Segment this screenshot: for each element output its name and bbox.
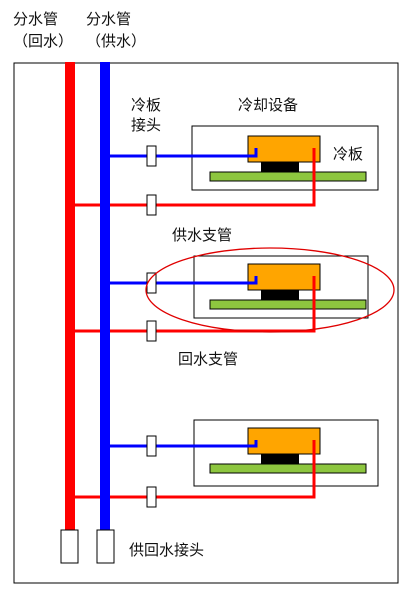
chip <box>261 290 299 300</box>
cold-plate-joint-label-line2: 接头 <box>131 116 161 134</box>
supply-main-pipe <box>100 62 110 530</box>
pcb-board <box>209 299 367 310</box>
return-main-sublabel: （回水） <box>13 32 73 50</box>
outer-frame <box>13 62 399 584</box>
supply-branch-label: 供水支管 <box>172 226 232 244</box>
cold-plate <box>247 135 321 163</box>
cooling-device-label: 冷却设备 <box>238 96 298 114</box>
pcb-board <box>209 171 367 182</box>
cooling-device-2 <box>193 255 369 319</box>
chip <box>261 162 299 172</box>
return-main-pipe <box>65 62 75 530</box>
supply-return-joint-label: 供回水接头 <box>129 541 204 559</box>
joint-return-3 <box>146 486 157 508</box>
supply-main-sublabel: （供水） <box>86 32 146 50</box>
joint-supply-1 <box>146 145 157 167</box>
pcb-board <box>209 463 367 474</box>
return-main-label: 分水管 <box>13 10 58 28</box>
supply-main-connector <box>96 529 115 564</box>
cooling-device-1 <box>191 125 379 191</box>
joint-supply-3 <box>146 435 157 457</box>
cold-plate-label: 冷板 <box>333 145 363 163</box>
cold-plate <box>247 427 321 455</box>
joint-return-1 <box>146 194 157 216</box>
supply-main-label: 分水管 <box>86 10 131 28</box>
return-branch-label: 回水支管 <box>178 350 238 368</box>
cooling-device-3 <box>193 419 379 487</box>
cold-plate-joint-label-line1: 冷板 <box>131 96 161 114</box>
chip <box>261 454 299 464</box>
cold-plate-joints <box>146 145 157 508</box>
cold-plate <box>247 263 321 291</box>
return-main-connector <box>60 529 79 564</box>
joint-return-2 <box>146 320 157 342</box>
highlight-ellipse <box>145 247 395 333</box>
